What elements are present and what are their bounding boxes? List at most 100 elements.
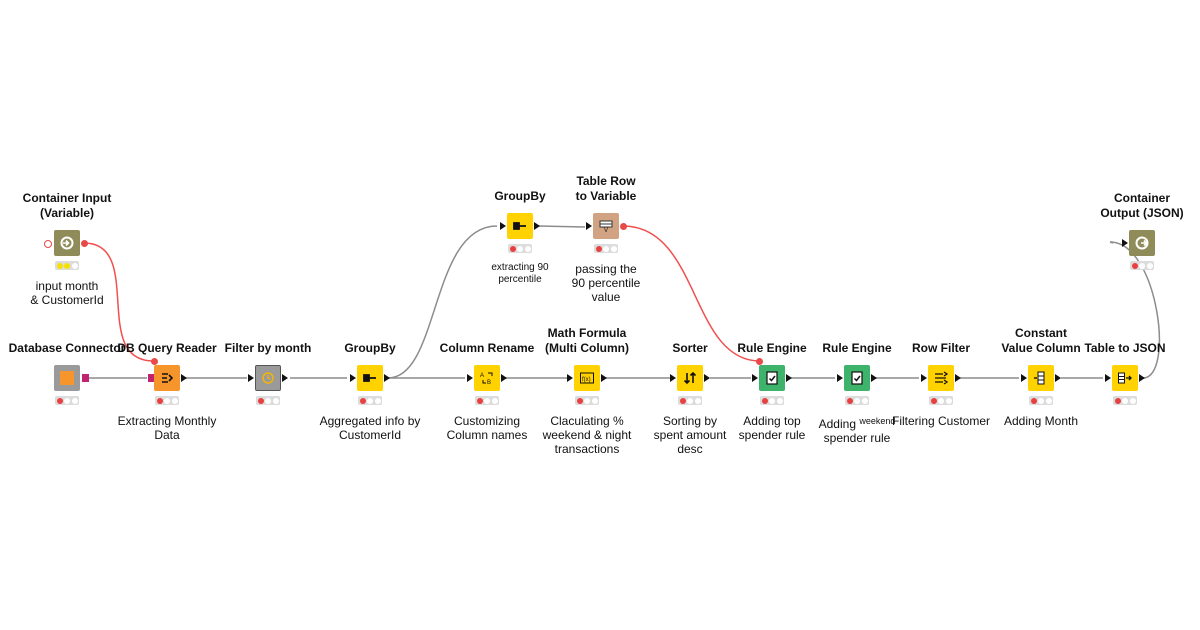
- variable-input-port[interactable]: [151, 358, 158, 365]
- output-port[interactable]: [601, 374, 607, 382]
- table-to-json-icon: [1117, 370, 1133, 386]
- data-connection[interactable]: [387, 225, 498, 379]
- traffic-light-status: [358, 396, 382, 405]
- status-dot: [1030, 397, 1037, 404]
- output-port[interactable]: [501, 374, 507, 382]
- output-port[interactable]: [1139, 374, 1145, 382]
- input-port[interactable]: [752, 374, 758, 382]
- status-dot: [846, 397, 853, 404]
- node-body[interactable]: [1112, 365, 1138, 391]
- node-body[interactable]: [844, 365, 870, 391]
- input-port[interactable]: [1122, 239, 1128, 247]
- traffic-light-status: [575, 396, 599, 405]
- node-title: DB Query Reader: [117, 341, 217, 355]
- input-port[interactable]: [350, 374, 356, 382]
- status-dot: [761, 397, 768, 404]
- data-connection[interactable]: [537, 225, 586, 228]
- status-dot: [64, 397, 70, 404]
- traffic-light-status: [475, 396, 499, 405]
- status-dot: [584, 397, 590, 404]
- status-dot: [769, 397, 775, 404]
- status-dot: [1131, 262, 1138, 269]
- table-row-to-variable-icon: V: [598, 218, 614, 234]
- status-dot: [576, 397, 583, 404]
- input-port[interactable]: [248, 374, 254, 382]
- node-body[interactable]: [1129, 230, 1155, 256]
- node-description: Adding top spender rule: [738, 414, 806, 442]
- svg-text:V: V: [604, 228, 608, 234]
- node-body[interactable]: [507, 213, 533, 239]
- traffic-light-status: [508, 244, 532, 253]
- traffic-light-status: [55, 261, 79, 270]
- input-port[interactable]: [1105, 374, 1111, 382]
- status-dot: [1038, 397, 1044, 404]
- node-title: Rule Engine: [737, 341, 807, 355]
- node-title: Container Input (Variable): [22, 191, 112, 220]
- node-title: Row Filter: [911, 341, 970, 355]
- variable-connection[interactable]: [622, 225, 761, 362]
- node-description: Extracting Monthly Data: [117, 414, 217, 442]
- data-connection[interactable]: [1109, 241, 1161, 379]
- variable-output-port[interactable]: [81, 240, 88, 247]
- rule-engine-icon: [764, 370, 780, 386]
- status-dot: [509, 245, 516, 252]
- traffic-light-status: [845, 396, 869, 405]
- output-port[interactable]: [1055, 374, 1061, 382]
- groupby-icon: [512, 218, 528, 234]
- node-body[interactable]: [54, 230, 80, 256]
- node-body[interactable]: [357, 365, 383, 391]
- output-port[interactable]: [282, 374, 288, 382]
- db-input-port[interactable]: [148, 374, 155, 382]
- status-dot: [1122, 397, 1128, 404]
- traffic-light-status: [1029, 396, 1053, 405]
- node-body[interactable]: f(x): [574, 365, 600, 391]
- node-body[interactable]: [54, 365, 80, 391]
- variable-input-port[interactable]: [756, 358, 763, 365]
- output-port[interactable]: [534, 222, 540, 230]
- variable-output-port[interactable]: [620, 223, 627, 230]
- output-port[interactable]: [704, 374, 710, 382]
- node-description: Sorting by spent amount desc: [653, 414, 727, 456]
- node-body[interactable]: [759, 365, 785, 391]
- svg-text:A: A: [480, 373, 484, 379]
- row-filter-icon: [933, 370, 949, 386]
- node-body[interactable]: V: [593, 213, 619, 239]
- status-dot: [484, 397, 490, 404]
- variable-connection[interactable]: [83, 242, 155, 362]
- input-port[interactable]: [837, 374, 843, 382]
- output-port[interactable]: [955, 374, 961, 382]
- input-port[interactable]: [467, 374, 473, 382]
- input-port[interactable]: [1021, 374, 1027, 382]
- output-port[interactable]: [384, 374, 390, 382]
- node-body[interactable]: [677, 365, 703, 391]
- database-connector-icon: [59, 370, 75, 386]
- svg-text:f(x): f(x): [582, 377, 591, 383]
- status-dot: [595, 245, 602, 252]
- status-dot: [1114, 397, 1121, 404]
- output-port[interactable]: [786, 374, 792, 382]
- input-port[interactable]: [567, 374, 573, 382]
- description-text: Adding: [818, 417, 860, 431]
- input-port[interactable]: [921, 374, 927, 382]
- status-dot: [1146, 262, 1153, 269]
- node-body[interactable]: [1028, 365, 1054, 391]
- input-port[interactable]: [670, 374, 676, 382]
- status-dot: [1045, 397, 1052, 404]
- node-body[interactable]: [928, 365, 954, 391]
- status-dot: [1139, 262, 1145, 269]
- input-port[interactable]: [586, 222, 592, 230]
- output-port[interactable]: [871, 374, 877, 382]
- status-dot: [56, 262, 63, 269]
- traffic-light-status: [1130, 261, 1154, 270]
- output-port[interactable]: [181, 374, 187, 382]
- node-title: GroupBy: [344, 341, 396, 355]
- db-output-port[interactable]: [82, 374, 89, 382]
- node-body[interactable]: [154, 365, 180, 391]
- variable-input-port[interactable]: [44, 240, 52, 248]
- description-text: spender rule: [823, 431, 891, 445]
- input-port[interactable]: [500, 222, 506, 230]
- node-body[interactable]: [255, 365, 281, 391]
- sorter-icon: [682, 370, 698, 386]
